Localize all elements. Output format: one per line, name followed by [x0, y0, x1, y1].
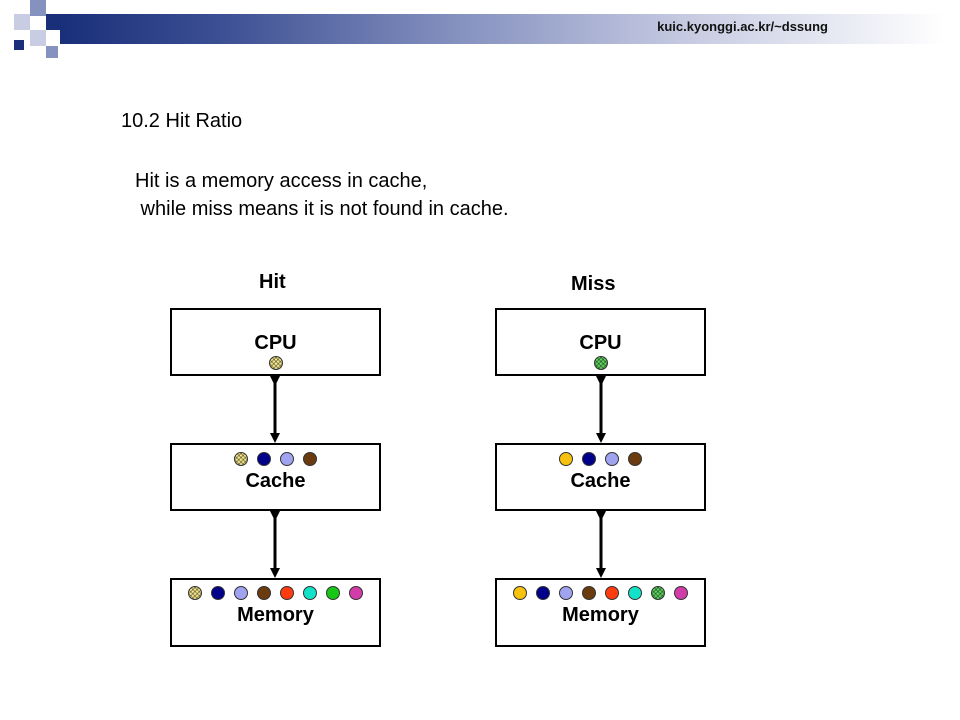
miss-memory-dot-6 — [628, 586, 642, 600]
hit-memory-box: Memory — [170, 578, 381, 647]
miss-memory-dot-1 — [513, 586, 527, 600]
slide-text-line-1: Hit is a memory access in cache, — [135, 170, 428, 192]
miss-cache-label: Cache — [570, 470, 631, 492]
header-square-2 — [30, 0, 46, 16]
slide-text-line-2: while miss means it is not found in cach… — [135, 198, 509, 220]
miss-label: Miss — [571, 273, 616, 295]
hit-cache-box: Cache — [170, 443, 381, 511]
hit-memory-label: Memory — [237, 604, 314, 626]
miss-memory-dot-3 — [559, 586, 573, 600]
header-url: kuic.kyonggi.ac.kr/~dssung — [657, 19, 828, 34]
miss-cpu-dot-1 — [594, 356, 608, 370]
miss-memory-dot-4 — [582, 586, 596, 600]
miss-cache-box: Cache — [495, 443, 706, 511]
hit-memory-dot-7 — [326, 586, 340, 600]
header-square-4 — [30, 30, 46, 46]
hit-memory-dot-2 — [211, 586, 225, 600]
miss-cpu-box: CPU — [495, 308, 706, 376]
hit-cpu-label: CPU — [254, 332, 297, 354]
hit-cache-label: Cache — [245, 470, 306, 492]
hit-memory-dot-1 — [188, 586, 202, 600]
miss-cache-dot-3 — [605, 452, 619, 466]
miss-cache-dot-4 — [628, 452, 642, 466]
hit-memory-dot-3 — [234, 586, 248, 600]
hit-memory-dot-8 — [349, 586, 363, 600]
hit-cpu-dot-1 — [269, 356, 283, 370]
header-square-6 — [14, 40, 24, 50]
hit-cpu-box: CPU — [170, 308, 381, 376]
hit-cache-dot-4 — [303, 452, 317, 466]
header-square-3 — [46, 14, 62, 30]
hit-memory-dot-5 — [280, 586, 294, 600]
miss-memory-dot-7 — [651, 586, 665, 600]
miss-cpu-label: CPU — [579, 332, 622, 354]
miss-cache-dot-2 — [582, 452, 596, 466]
hit-cache-dot-1 — [234, 452, 248, 466]
hit-memory-dot-6 — [303, 586, 317, 600]
header-gradient-bar — [60, 14, 946, 44]
miss-memory-dot-5 — [605, 586, 619, 600]
hit-label: Hit — [259, 271, 286, 293]
miss-memory-dot-8 — [674, 586, 688, 600]
hit-cache-dot-2 — [257, 452, 271, 466]
miss-memory-label: Memory — [562, 604, 639, 626]
header-square-1 — [14, 14, 30, 30]
miss-memory-box: Memory — [495, 578, 706, 647]
slide-title: 10.2 Hit Ratio — [121, 110, 243, 132]
header-square-5 — [46, 46, 58, 58]
hit-cache-dot-3 — [280, 452, 294, 466]
hit-memory-dot-4 — [257, 586, 271, 600]
miss-memory-dot-2 — [536, 586, 550, 600]
miss-cache-dot-1 — [559, 452, 573, 466]
